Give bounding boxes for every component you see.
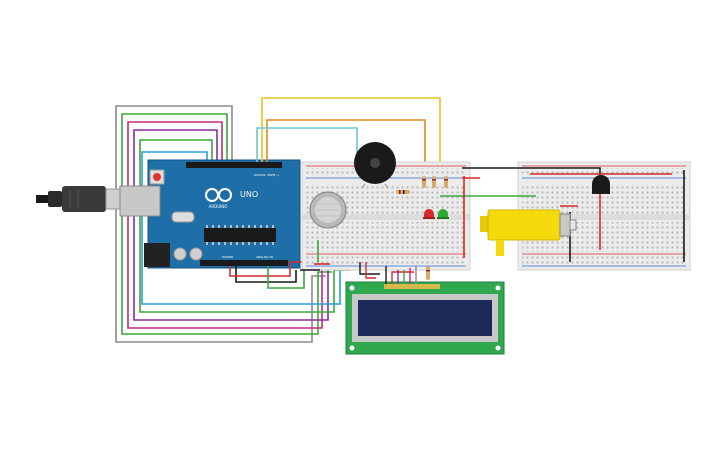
- reset-button[interactable]: [153, 173, 161, 181]
- lcd-leads: [359, 262, 417, 284]
- top-wires: [229, 97, 441, 289]
- analog-header-label: ANALOG IN: [256, 255, 273, 259]
- digital-header[interactable]: [186, 162, 282, 168]
- atmega-chip: [204, 228, 276, 242]
- transistor[interactable]: [592, 175, 610, 194]
- lcd-screen: [358, 300, 492, 336]
- digital-header-label: DIGITAL (PWM~): [254, 173, 279, 177]
- resistors[interactable]: [396, 176, 448, 280]
- red-led[interactable]: [423, 209, 435, 219]
- wire-orange: [266, 119, 426, 176]
- wire-black-arduino: [235, 266, 297, 283]
- lcd-pin-header: [384, 284, 440, 289]
- piezo-buzzer[interactable]: [354, 142, 396, 189]
- arduino-logo: [205, 188, 232, 202]
- green-led[interactable]: [437, 209, 449, 219]
- arduino-brand-label: ARDUINO: [209, 204, 228, 209]
- dc-motor[interactable]: [480, 209, 577, 256]
- power-analog-header[interactable]: [200, 260, 288, 266]
- arduino-uno-board[interactable]: ARDUINO UNO DIGITAL (PWM~) POWER ANALOG …: [119, 159, 301, 269]
- wire-green: [121, 113, 332, 335]
- wire-red-arduino: [229, 261, 310, 277]
- wire-yellow: [261, 97, 441, 176]
- resistor-5: [426, 266, 430, 280]
- resistor-1: [396, 190, 410, 194]
- gas-sensor[interactable]: [309, 191, 347, 229]
- power-jack: [144, 243, 170, 267]
- usb-port: [119, 185, 161, 217]
- usb-cable: [36, 186, 133, 212]
- lcd-16x2[interactable]: [345, 281, 505, 355]
- lcd-signal-wires: [115, 105, 356, 343]
- arduino-model-label: UNO: [240, 190, 258, 199]
- wire-grey: [115, 105, 326, 343]
- wire-red-bridge: [462, 173, 672, 179]
- power-header-label: POWER: [222, 255, 233, 259]
- resistor-4: [444, 176, 448, 188]
- resistor-3: [432, 176, 436, 188]
- resistor-2: [422, 176, 426, 188]
